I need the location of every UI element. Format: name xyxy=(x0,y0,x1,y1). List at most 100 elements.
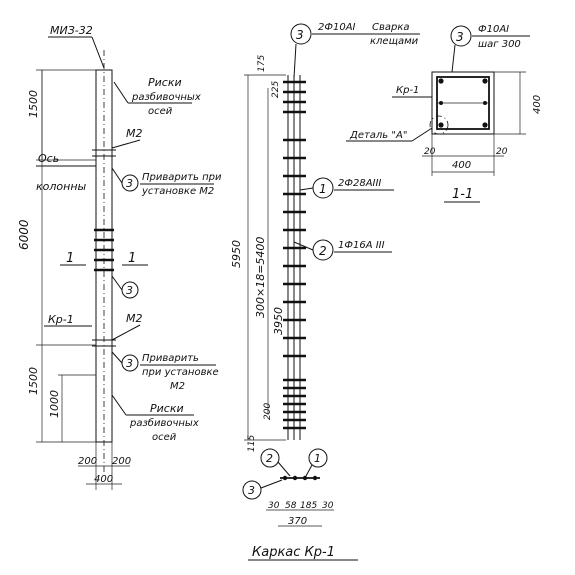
section-mark-right: 1 xyxy=(128,251,136,266)
width-half-right: 200 xyxy=(112,456,131,467)
section-spec-leader xyxy=(451,44,456,73)
section-1-1: 3 Ф10АI шаг 300 Кр-1 Деталь "А" 400 xyxy=(346,24,543,203)
callout-3-mid-leader xyxy=(111,275,123,291)
cage-title: Каркас Кр-1 xyxy=(252,545,335,560)
m2-bottom-label: М2 xyxy=(126,312,143,325)
cage-dim-bottom: 115 xyxy=(247,435,257,452)
section-bar-tl xyxy=(438,78,444,84)
section-bar-bl xyxy=(438,122,444,128)
dim-total-6000: 6000 xyxy=(17,219,31,250)
cage-sec-callout-3 xyxy=(242,480,262,500)
cage-sec-callout-2-text: 2 xyxy=(266,452,273,465)
cage-sec-leader-3 xyxy=(260,479,283,489)
axis-label-2: колонны xyxy=(36,180,87,193)
cage-callout-1-leader xyxy=(299,187,314,191)
cage-sec-bar-dot-4 xyxy=(312,475,318,481)
cage-callout-3-text: 3 xyxy=(296,28,304,42)
m2-top-label: М2 xyxy=(126,127,143,140)
cage-spec-1: 2Ф28АIII xyxy=(338,178,381,189)
marks-bot-line-1: Риски xyxy=(150,402,184,415)
section-bar-tr xyxy=(482,78,488,84)
cage-sec-callout-1-text: 1 xyxy=(314,452,321,465)
cage-top-note-3: клещами xyxy=(370,36,419,47)
cage-sec-dim-total: 370 xyxy=(288,516,307,527)
dim-top-1500: 1500 xyxy=(27,90,40,118)
section-bar-ml xyxy=(439,101,443,105)
section-dim-width: 400 xyxy=(452,160,471,171)
section-detail-circle xyxy=(429,115,449,135)
cage-ties xyxy=(283,80,306,430)
marks-bot-leader xyxy=(111,394,127,416)
marks-top-leader xyxy=(113,81,129,104)
section-callout-3 xyxy=(450,25,472,47)
section-detail-label: Деталь "А" xyxy=(349,130,407,141)
marks-top-line-3: осей xyxy=(148,106,173,117)
section-dim-l: 20 xyxy=(424,147,436,157)
callout-3-weld-bot-text: 3 xyxy=(126,357,133,370)
cage-callout-2-text: 2 xyxy=(319,244,327,258)
cage-dim-225: 225 xyxy=(271,81,281,98)
cage-sec-dim-l: 30 xyxy=(268,501,280,511)
cage-spec-2: 1Ф16А III xyxy=(338,240,385,251)
cage-sec-bar-dot-1 xyxy=(282,475,288,481)
embedded-part-label: МИЗ-32 xyxy=(50,24,93,37)
dim-bottom-1000: 1000 xyxy=(48,390,61,418)
callout-3-weld-top-text: 3 xyxy=(126,177,133,190)
section-mark-left: 1 xyxy=(66,251,74,266)
width-half-left: 200 xyxy=(78,456,97,467)
cage-dim-total: 5950 xyxy=(230,240,243,268)
section-title: 1-1 xyxy=(452,187,473,202)
weld-bot-line-3: М2 xyxy=(170,381,185,392)
cage-sec-dim-m1: 58 xyxy=(285,501,297,511)
section-detail-leader xyxy=(411,127,433,142)
callout-3-mid-text: 3 xyxy=(126,284,133,297)
marks-top-line-1: Риски xyxy=(148,76,182,89)
marks-bot-line-3: осей xyxy=(152,432,177,443)
cage-callout-1-text: 1 xyxy=(319,182,327,196)
weld-bot-line-2: при установке xyxy=(142,367,219,378)
section-outline xyxy=(431,71,495,135)
cage-sec-callout-2 xyxy=(260,448,280,468)
section-dim-height: 400 xyxy=(532,95,543,114)
m2-bottom-leader xyxy=(111,324,141,341)
cage-top-note-2: Сварка xyxy=(372,22,410,33)
cage-top-note-leader xyxy=(293,43,297,79)
embedded-part-leader-diag xyxy=(91,36,105,69)
width-total: 400 xyxy=(94,474,113,485)
marks-top-line-2: разбивочных xyxy=(131,91,201,103)
section-spec-1: Ф10АI xyxy=(478,24,509,35)
cage-dim-spacing: 300×18=5400 xyxy=(254,237,267,318)
m2-top-leader xyxy=(111,139,141,149)
cage-elevation: 3 2Ф10АI Сварка клещами 175 225 5950 300… xyxy=(230,22,420,561)
cage-top-note-1: 2Ф10АI xyxy=(318,22,356,33)
cage-label-elevation: Кр-1 xyxy=(48,313,74,326)
weld-top-line-2: установке М2 xyxy=(141,186,214,197)
cage-callout-3 xyxy=(290,23,312,45)
column-ties xyxy=(92,149,116,347)
section-bar-br xyxy=(482,122,488,128)
cage-sec-bar-dot-3 xyxy=(302,475,308,481)
section-bar-mr xyxy=(483,101,487,105)
callout-3-weld-bot-leader xyxy=(111,351,123,364)
dim-bottom-1500: 1500 xyxy=(27,367,40,395)
column-outline xyxy=(95,69,113,443)
marks-bot-line-2: разбивочных xyxy=(129,417,199,429)
cage-sec-bar-dot-2 xyxy=(292,475,298,481)
cage-sec-leader-2 xyxy=(277,461,291,477)
cage-dim-top: 175 xyxy=(257,55,267,72)
column-elevation: МИЗ-32 1500 6000 1500 1000 Риски разбиво… xyxy=(17,24,222,490)
callout-3-weld-top-leader xyxy=(111,167,123,184)
weld-top-line-1: Приварить при xyxy=(142,172,222,183)
cage-sec-dim-r: 30 xyxy=(322,501,334,511)
section-cage-label: Кр-1 xyxy=(396,85,419,96)
cage-sec-callout-3-text: 3 xyxy=(248,484,255,497)
section-dim-r: 20 xyxy=(496,147,508,157)
cage-sec-dim-m2: 185 xyxy=(300,501,317,511)
cage-sec-leader-1 xyxy=(305,464,313,477)
weld-bot-line-1: Приварить xyxy=(142,353,199,364)
axis-label-1: Ось xyxy=(38,152,59,165)
cage-dim-3950: 3950 xyxy=(272,307,285,335)
cage-dim-200: 200 xyxy=(263,403,273,420)
section-spec-2: шаг 300 xyxy=(478,39,521,50)
